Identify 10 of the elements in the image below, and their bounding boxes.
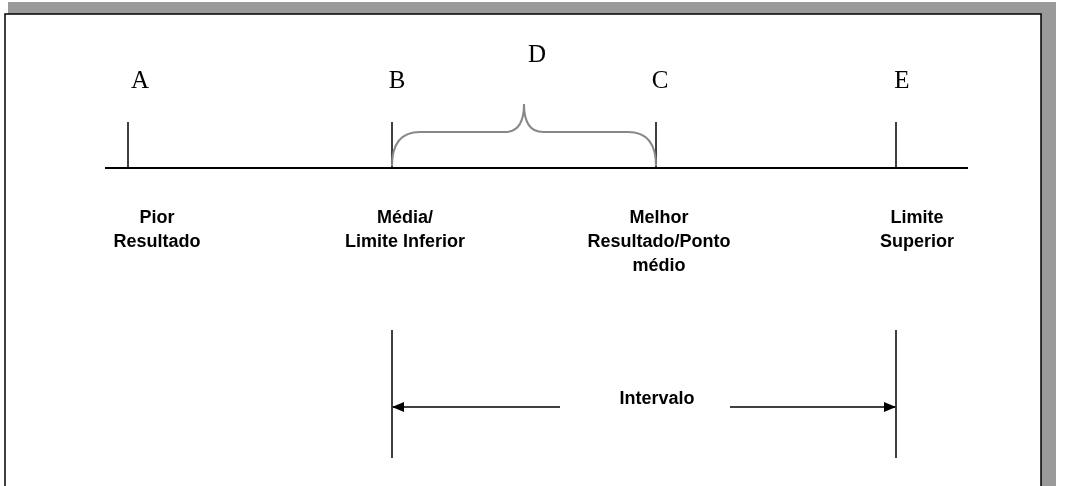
point-letter: D [527,40,547,68]
point-letter: C [651,66,669,94]
interval-label: Intervalo [619,387,695,410]
point-caption: Limite Superior [880,206,954,253]
point-caption: Melhor Resultado/Ponto médio [587,206,731,277]
point-letter: A [130,66,150,94]
point-caption: Média/ Limite Inferior [345,206,465,253]
point-letter: B [388,66,406,94]
point-letter: E [894,66,910,94]
point-caption: Pior Resultado [113,206,201,253]
